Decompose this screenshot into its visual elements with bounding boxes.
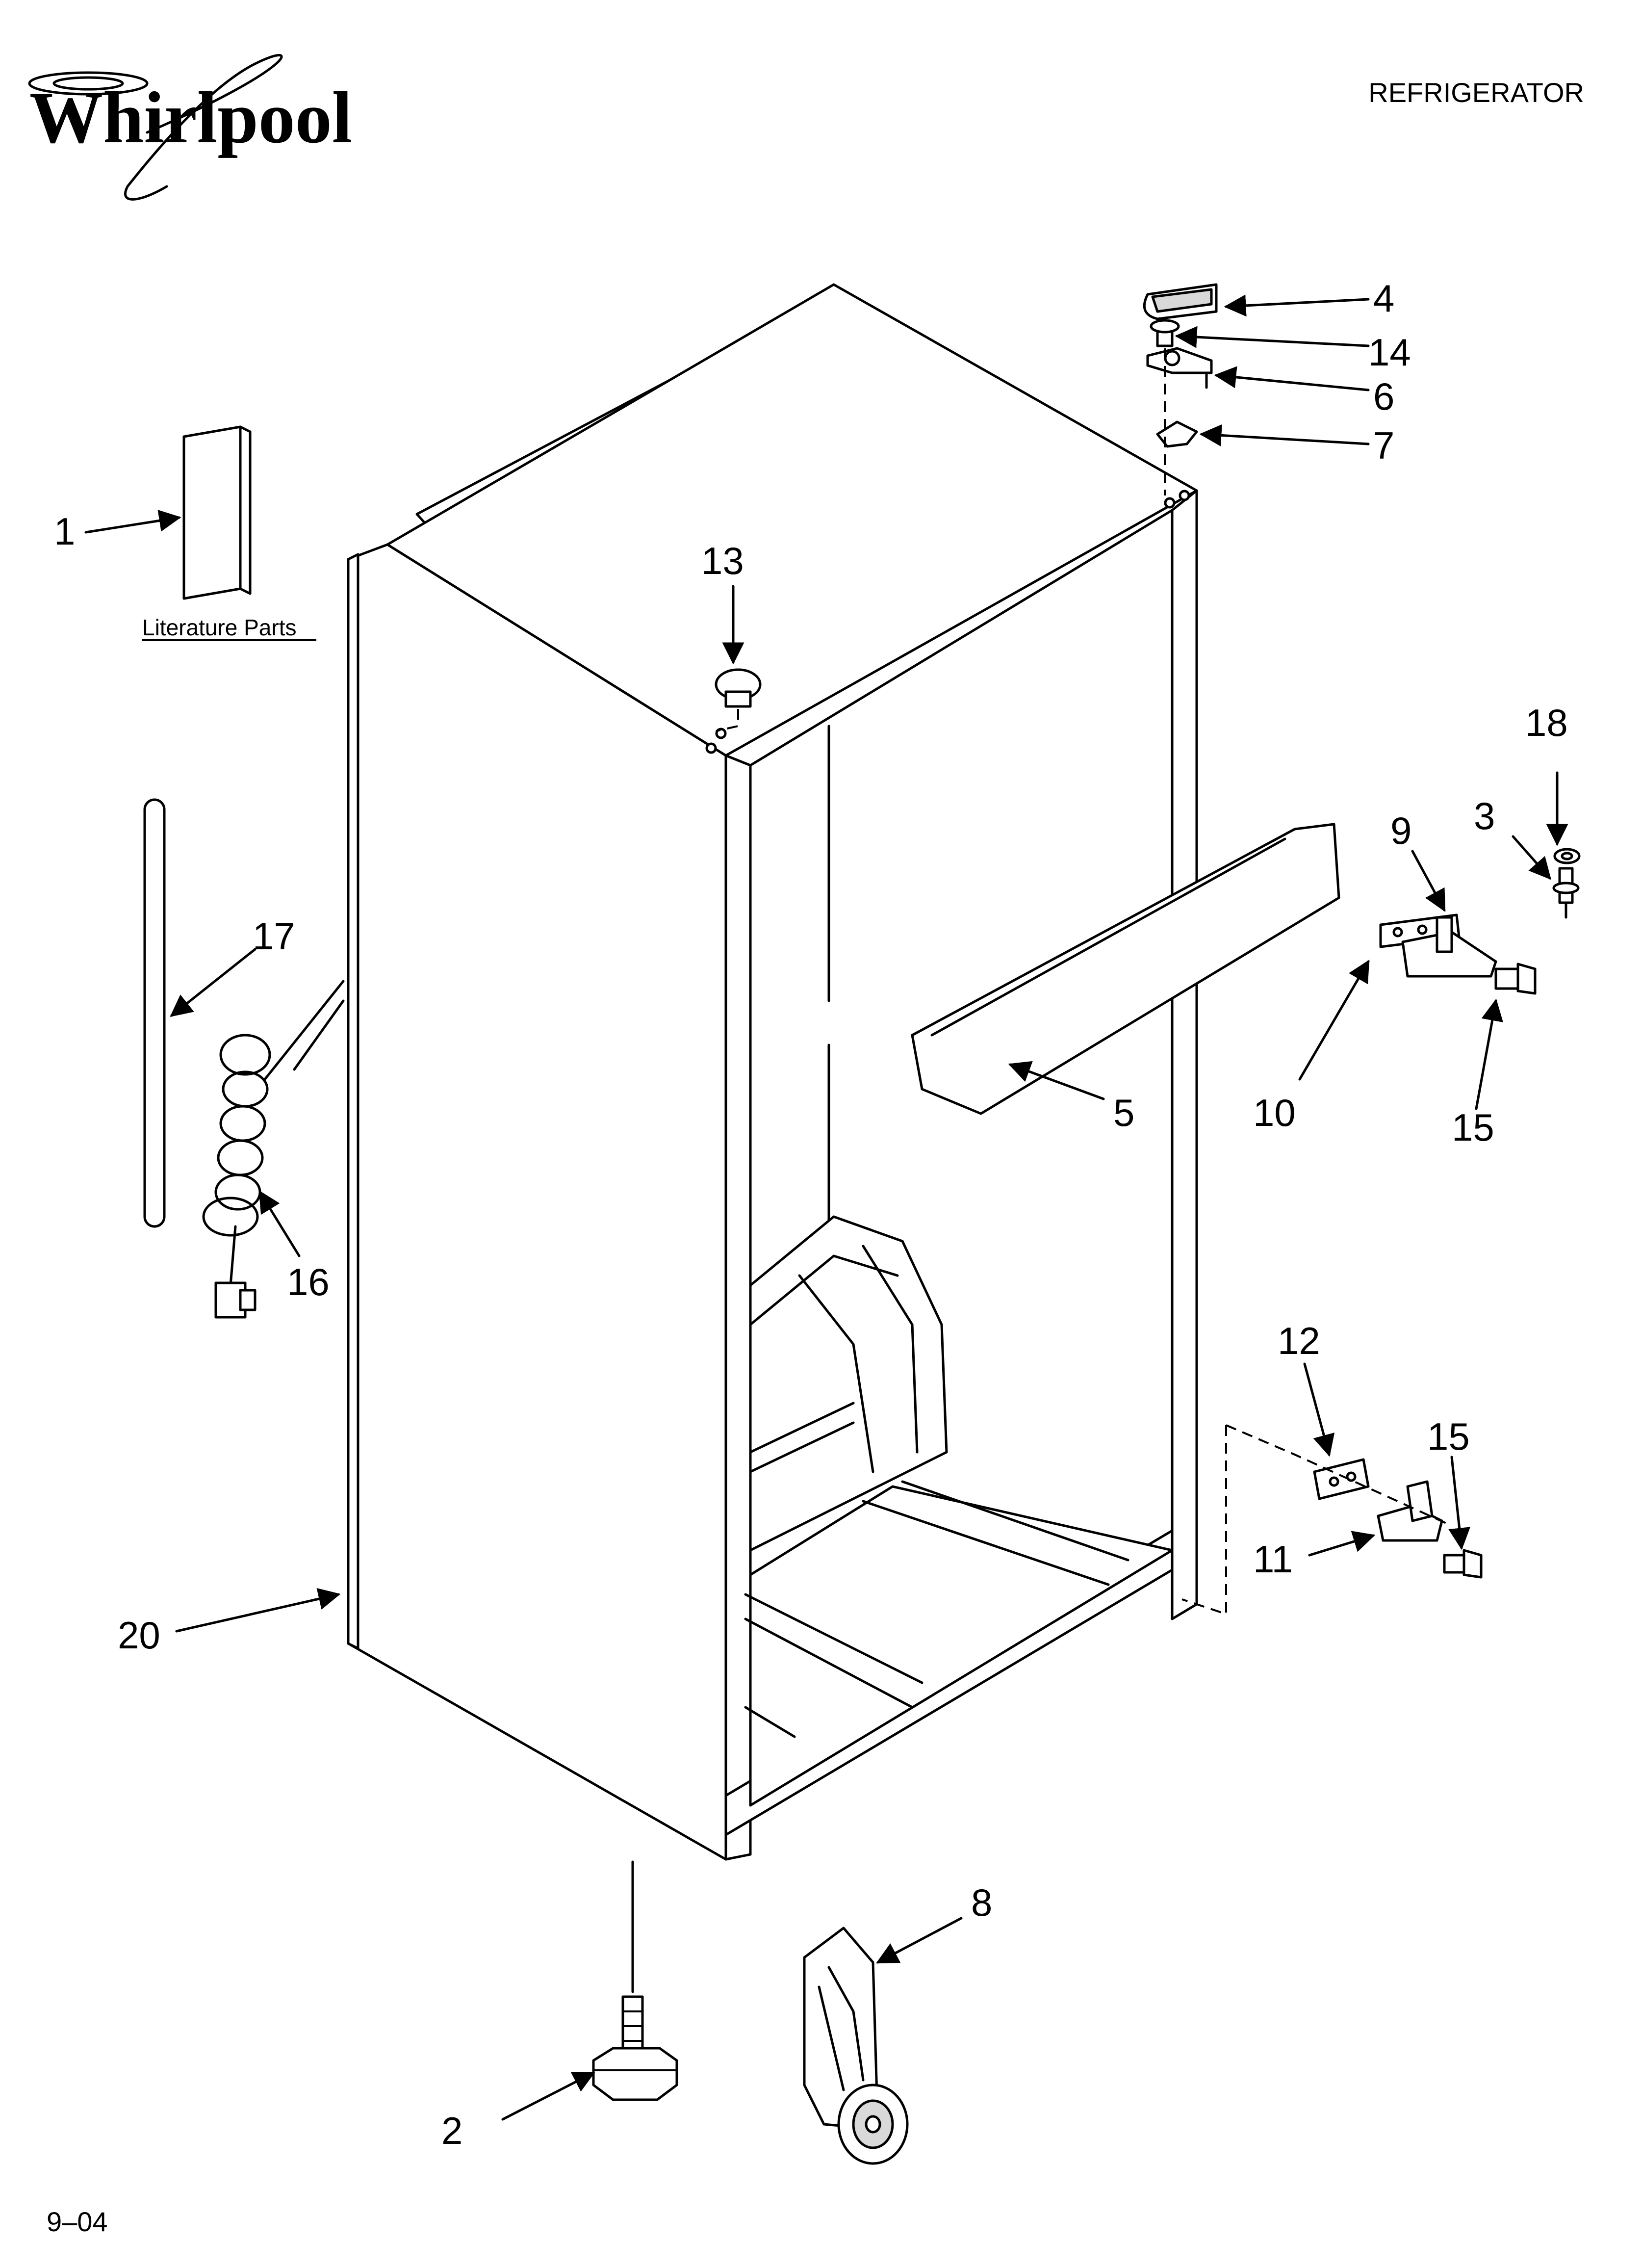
literature-caption: Literature Parts <box>142 615 296 640</box>
callout-5: 5 <box>1113 1091 1134 1134</box>
callout-20: 20 <box>118 1614 160 1657</box>
callout-14: 14 <box>1368 331 1411 374</box>
callout-6: 6 <box>1373 375 1394 418</box>
callout-15-lower: 15 <box>1427 1415 1470 1458</box>
callout-8: 8 <box>971 1881 992 1924</box>
brand-logo-text: Whirlpool <box>29 77 352 158</box>
callout-2: 2 <box>441 2109 462 2152</box>
part-1-literature <box>182 425 252 600</box>
part-3-pin <box>1552 867 1580 919</box>
part-16-power-cord <box>202 980 345 1319</box>
callout-18: 18 <box>1525 701 1568 744</box>
callout-3: 3 <box>1474 794 1495 837</box>
top-hinge-assembly <box>1143 283 1218 495</box>
callout-16: 16 <box>287 1260 330 1303</box>
callout-10: 10 <box>1253 1091 1296 1134</box>
part-8-roller <box>803 1927 909 2165</box>
page-title: REFRIGERATOR <box>1368 77 1584 108</box>
callout-7: 7 <box>1373 424 1394 467</box>
callout-12: 12 <box>1278 1319 1320 1362</box>
part-18-washer <box>1553 848 1581 864</box>
date-code: 9–04 <box>47 2206 108 2237</box>
part-12-shim <box>1313 1458 1370 1500</box>
callout-labels: 1 2 3 4 5 6 7 8 9 10 11 12 13 14 15 15 1… <box>54 277 1568 2152</box>
part-5-rail <box>911 823 1340 1115</box>
part-15-screw-bottom <box>1443 1549 1483 1579</box>
callout-15-upper: 15 <box>1452 1106 1494 1149</box>
callout-13: 13 <box>701 539 744 582</box>
part-17-tube <box>143 798 166 1228</box>
lower-hinge-assembly <box>1379 913 1537 995</box>
callout-4: 4 <box>1373 277 1394 320</box>
callout-11: 11 <box>1253 1538 1293 1581</box>
part-2-leveling-leg <box>592 1860 678 2101</box>
leader-lines <box>84 294 1568 2121</box>
part-11-hinge <box>1377 1480 1443 1542</box>
callout-17: 17 <box>253 914 295 958</box>
part-13-plug <box>715 668 762 732</box>
callout-1: 1 <box>54 510 75 553</box>
whirlpool-logo: Whirlpool <box>28 54 352 201</box>
cabinet <box>347 283 1198 1861</box>
callout-9: 9 <box>1390 809 1411 852</box>
